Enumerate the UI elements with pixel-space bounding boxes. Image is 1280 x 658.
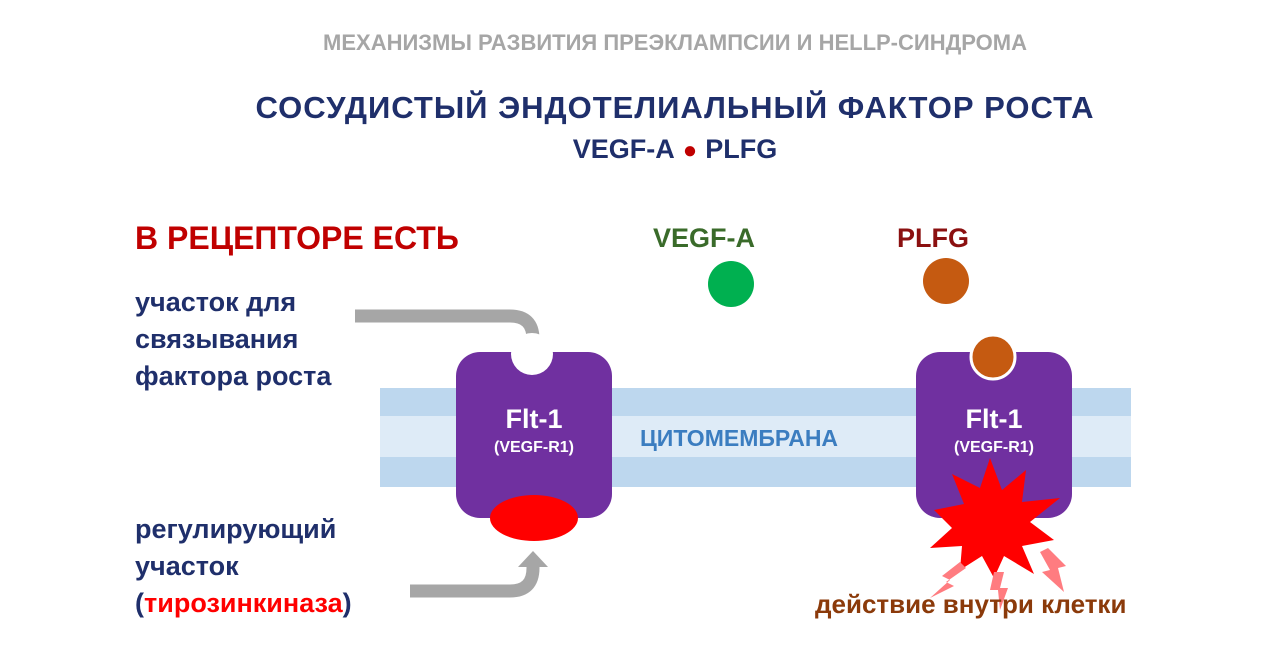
regulatory-site-description: регулирующий участок (тирозинкиназа) bbox=[135, 511, 352, 622]
paren-close: ) bbox=[342, 588, 352, 618]
receptor-left-label: Flt-1 (VEGF-R1) bbox=[456, 404, 612, 457]
membrane-label: ЦИТОМЕМБРАНА bbox=[640, 425, 839, 451]
plfg-ligand bbox=[923, 258, 969, 304]
signal-bolt-icon bbox=[990, 572, 1008, 610]
text-line: участок bbox=[135, 551, 239, 581]
receptor-subname: (VEGF-R1) bbox=[494, 439, 574, 456]
supertitle: МЕХАНИЗМЫ РАЗВИТИЯ ПРЕЭКЛАМПСИИ И HELLP-… bbox=[323, 30, 1027, 55]
signal-bolt-icon bbox=[930, 562, 966, 598]
main-title: СОСУДИСТЫЙ ЭНДОТЕЛИАЛЬНЫЙ ФАКТОР РОСТА bbox=[255, 90, 1095, 125]
receptor-parts-heading: В РЕЦЕПТОРЕ ЕСТЬ bbox=[135, 220, 459, 256]
tyrosine-kinase-label: тирозинкиназа bbox=[144, 588, 343, 618]
paren-open: ( bbox=[135, 588, 144, 618]
activation-starburst-icon bbox=[930, 458, 1060, 578]
text-line: (тирозинкиназа) bbox=[135, 585, 352, 622]
subtitle-vegf: VEGF-A bbox=[572, 134, 675, 164]
text-line: связывания bbox=[135, 324, 299, 354]
signal-bolt-icon bbox=[1040, 548, 1066, 592]
vegf-a-ligand bbox=[708, 261, 754, 307]
vegf-a-label: VEGF-A bbox=[653, 223, 756, 253]
binding-site-arrow bbox=[355, 309, 540, 348]
text-line: фактора роста bbox=[135, 361, 332, 391]
subtitle-plfg: PLFG bbox=[705, 134, 778, 164]
receptor-right-label: Flt-1 (VEGF-R1) bbox=[916, 404, 1072, 457]
tyrosine-kinase-site bbox=[490, 495, 578, 541]
plfg-bound-ligand bbox=[969, 333, 1017, 381]
regulatory-site-arrow bbox=[410, 565, 540, 598]
plfg-label: PLFG bbox=[897, 223, 969, 253]
receptor-name: Flt-1 bbox=[965, 404, 1023, 434]
regulatory-site-arrow-head bbox=[518, 551, 548, 567]
bullet-dot-icon: ● bbox=[682, 137, 698, 164]
receptor-left bbox=[456, 333, 612, 541]
binding-site-description: участок для связывания фактора роста bbox=[135, 284, 331, 395]
text-line: участок для bbox=[135, 287, 297, 317]
receptor-subname: (VEGF-R1) bbox=[954, 439, 1034, 456]
text-line: регулирующий bbox=[135, 514, 337, 544]
subtitle: VEGF-A ● PLFG bbox=[0, 134, 1280, 165]
intracellular-action-label: действие внутри клетки bbox=[815, 589, 1127, 619]
receptor-name: Flt-1 bbox=[505, 404, 563, 434]
